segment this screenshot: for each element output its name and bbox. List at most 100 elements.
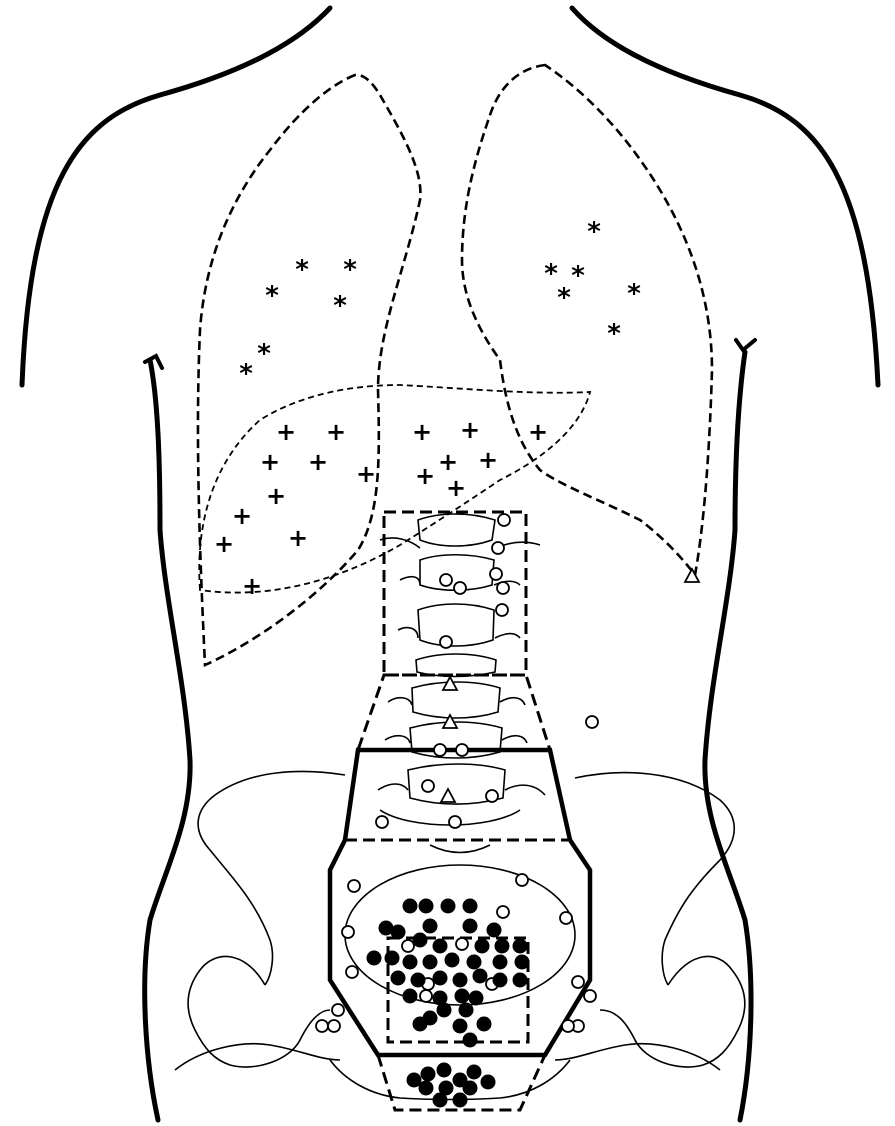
open-circle-marker [454, 582, 466, 594]
open-circle-marker [422, 780, 434, 792]
liver-plus-marker: + [260, 448, 280, 476]
open-circle-marker [328, 1020, 340, 1032]
filled-circle-marker [441, 899, 455, 913]
open-circle-marker [346, 966, 358, 978]
left-hip-joint [188, 956, 330, 1067]
filled-circle-marker [403, 989, 417, 1003]
left-iliac-crest [198, 772, 345, 985]
open-circle-marker [498, 514, 510, 526]
open-circle-marker [440, 574, 452, 586]
lung-star-marker: * [587, 217, 601, 247]
filled-circle-marker [463, 1033, 477, 1047]
filled-circle-marker [433, 971, 447, 985]
filled-circle-marker [433, 1093, 447, 1107]
lung-star-marker: * [557, 283, 571, 313]
filled-circle-marker [493, 955, 507, 969]
open-circle-marker [572, 976, 584, 988]
filled-circle-marker [403, 899, 417, 913]
open-circle-marker [456, 938, 468, 950]
filled-circle-marker [423, 919, 437, 933]
filled-circle-marker [463, 899, 477, 913]
sacrum-outline [380, 810, 520, 853]
filled-circle-marker [437, 1003, 451, 1017]
lung-star-marker: * [257, 339, 271, 369]
lung-star-marker: * [343, 255, 357, 285]
filled-circle-marker [433, 939, 447, 953]
filled-circle-marker [481, 1075, 495, 1089]
liver-plus-marker: + [415, 462, 435, 490]
filled-circle-marker [437, 1063, 451, 1077]
right-flank-outline [705, 530, 751, 1120]
liver-plus-marker: + [528, 418, 548, 446]
filled-circle-marker [477, 1017, 491, 1031]
filled-circle-marker [385, 951, 399, 965]
right-hip-joint [600, 956, 745, 1067]
filled-circle-marker [487, 923, 501, 937]
filled-circle-marker [493, 973, 507, 987]
open-circle-marker [492, 542, 504, 554]
open-circle-marker [497, 906, 509, 918]
open-circle-marker [402, 940, 414, 952]
lung-star-marker: * [333, 291, 347, 321]
liver-outline [199, 385, 590, 593]
left-arm-gap-outline [150, 360, 160, 530]
vertebra-l2 [416, 654, 496, 677]
liver-plus-marker: + [412, 418, 432, 446]
open-circle-marker [449, 816, 461, 828]
open-circle-marker [420, 990, 432, 1002]
filled-circle-marker [467, 955, 481, 969]
open-circle-marker [562, 1020, 574, 1032]
open-circle-marker [434, 744, 446, 756]
open-circle-marker [586, 716, 598, 728]
open-circle-marker [560, 912, 572, 924]
right-armpit-hook [736, 340, 755, 350]
open-circle-marker [584, 990, 596, 1002]
filled-circle-marker [513, 973, 527, 987]
left-shoulder-outline [22, 8, 330, 385]
liver-plus-marker: + [266, 482, 286, 510]
liver-plus-marker: + [446, 474, 466, 502]
filled-circle-marker [413, 1017, 427, 1031]
filled-circle-marker [475, 939, 489, 953]
open-circle-marker [516, 874, 528, 886]
filled-circle-marker [473, 969, 487, 983]
filled-circle-marker [413, 933, 427, 947]
filled-circle-marker [391, 971, 405, 985]
filled-circle-marker [421, 1067, 435, 1081]
filled-circle-marker [513, 939, 527, 953]
filled-circle-marker [455, 989, 469, 1003]
open-circle-marker [348, 880, 360, 892]
liver-plus-marker: + [478, 446, 498, 474]
liver-plus-marker: + [276, 418, 296, 446]
spine [378, 514, 545, 853]
lung-star-marker: * [295, 255, 309, 285]
filled-circle-marker [495, 939, 509, 953]
filled-circle-marker [403, 955, 417, 969]
open-circle-marker [490, 568, 502, 580]
open-circle-marker [486, 790, 498, 802]
filled-circle-marker [453, 1093, 467, 1107]
lung-star-marker: * [544, 259, 558, 289]
lung-star-marker: * [607, 319, 621, 349]
filled-circle-marker [407, 1073, 421, 1087]
open-triangle-marker [443, 677, 457, 690]
open-circle-marker [332, 1004, 344, 1016]
vertebra-t11 [380, 514, 540, 548]
left-lung-outline [462, 65, 712, 575]
left-flank-outline [145, 530, 190, 1120]
filled-circle-marker [463, 1081, 477, 1095]
liver-plus-marker: + [214, 530, 234, 558]
filled-circle-marker [419, 1081, 433, 1095]
open-circle-marker [497, 582, 509, 594]
filled-circle-marker [367, 951, 381, 965]
lungs [198, 65, 712, 665]
markers: ************+++++++++++++++++ [214, 217, 699, 1107]
liver-plus-marker: + [242, 572, 262, 600]
open-circle-marker [342, 926, 354, 938]
lung-star-marker: * [571, 261, 585, 291]
filled-circle-marker [463, 919, 477, 933]
open-circle-marker [496, 604, 508, 616]
liver-plus-marker: + [326, 418, 346, 446]
lung-star-marker: * [239, 359, 253, 389]
